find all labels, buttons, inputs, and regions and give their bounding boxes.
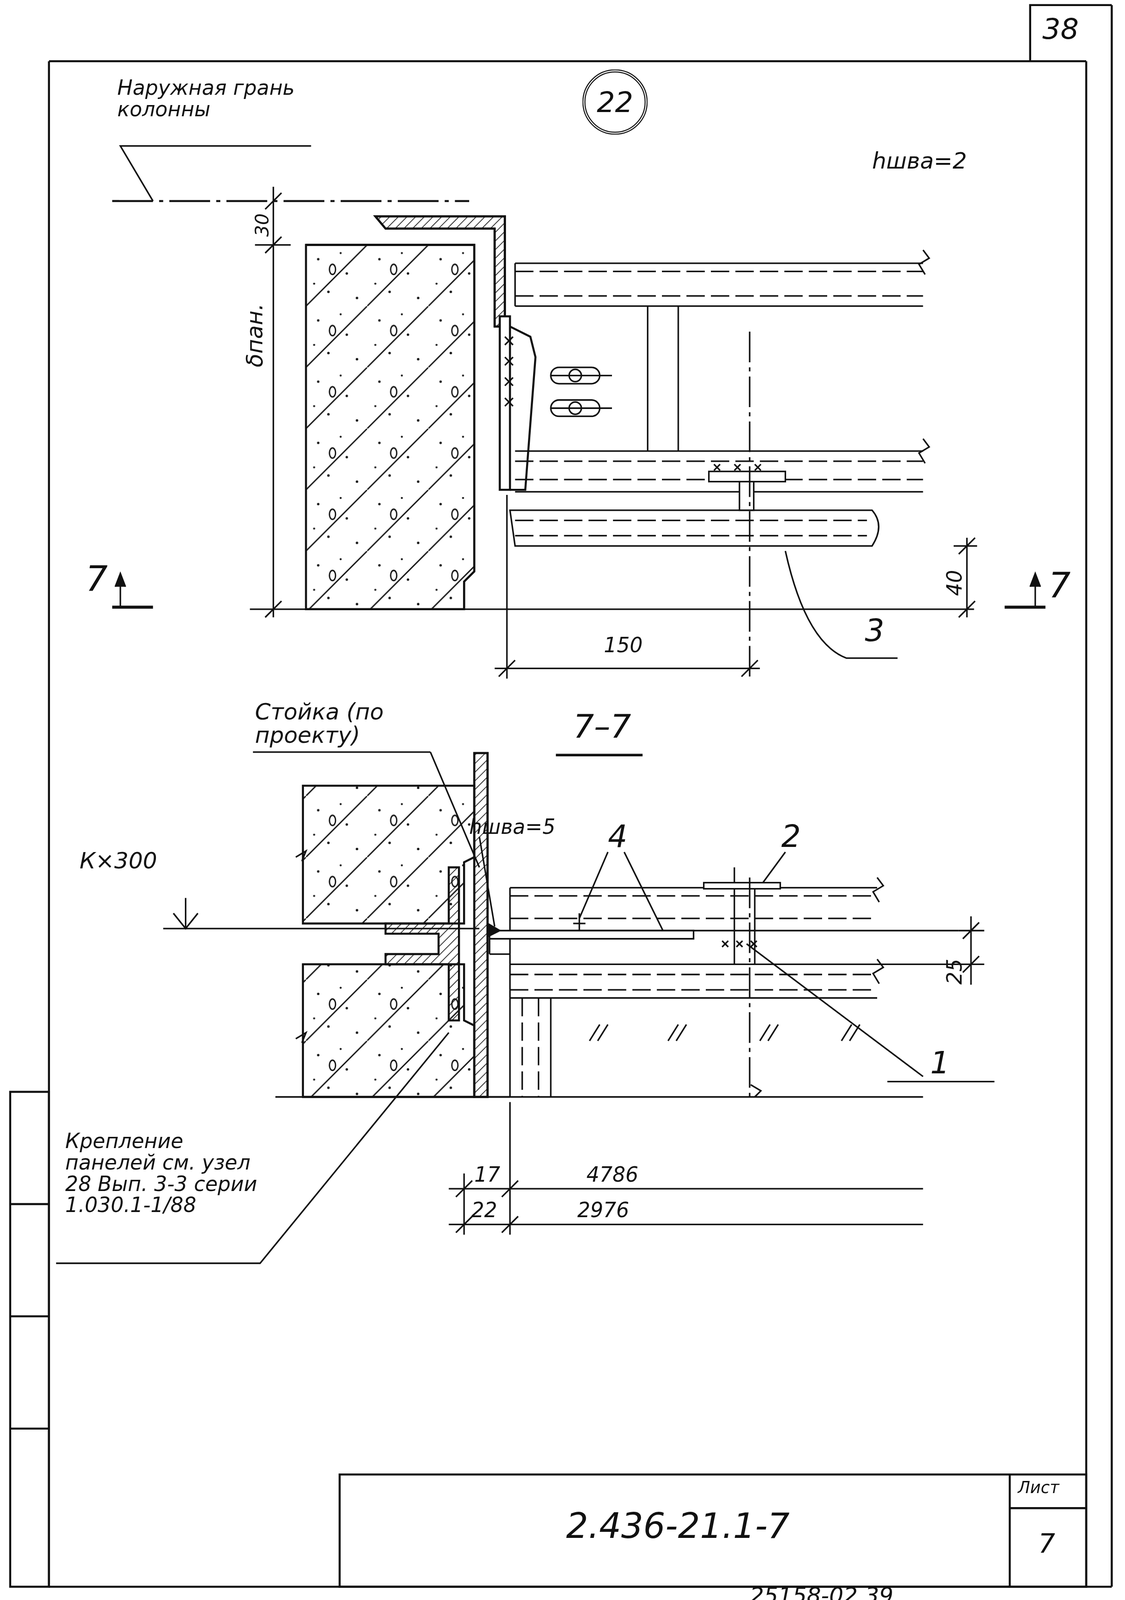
leader-note: Стойка (по проекту) xyxy=(254,699,439,747)
callout-number: 3 xyxy=(864,614,885,647)
leader-note: Наружная грань колонны xyxy=(117,77,311,121)
sheet-number: 38 xyxy=(1042,14,1079,45)
dimension-value: 17 xyxy=(474,1164,501,1186)
dimension-value: 22 xyxy=(471,1199,498,1222)
section-mark: 7 xyxy=(85,561,108,598)
archive-number: 25158-02 39 xyxy=(749,1583,894,1600)
detail-number: 22 xyxy=(597,84,634,119)
dimension-value: 40 xyxy=(944,569,966,597)
dimension-value: 150 xyxy=(603,634,643,656)
section-mark: 7 xyxy=(1048,567,1071,604)
detail-circle: 22 xyxy=(582,69,648,135)
sheet-number: 7 xyxy=(1038,1530,1055,1559)
callout-number: 1 xyxy=(930,1046,950,1079)
dimension-value: 2976 xyxy=(577,1199,630,1222)
weld-note: hшва=2 xyxy=(871,148,967,173)
dimension-value: 30 xyxy=(253,213,273,237)
dimension-value: 25 xyxy=(944,958,966,985)
title-cell: Лист xyxy=(1018,1479,1060,1497)
leader-note: Крепление панелей см. узел 28 Вып. 3-3 с… xyxy=(65,1130,270,1217)
callout-number: 2 xyxy=(781,820,802,853)
dimension-value: δпан. xyxy=(242,303,267,368)
drawing-code: 2.436-21.1-7 xyxy=(566,1507,790,1545)
weld-note: hшва=5 xyxy=(469,815,556,838)
level-mark: К×300 xyxy=(79,848,157,872)
dimension-value: 4786 xyxy=(586,1164,639,1186)
callout-number: 4 xyxy=(607,820,628,853)
section-title: 7–7 xyxy=(573,710,632,745)
